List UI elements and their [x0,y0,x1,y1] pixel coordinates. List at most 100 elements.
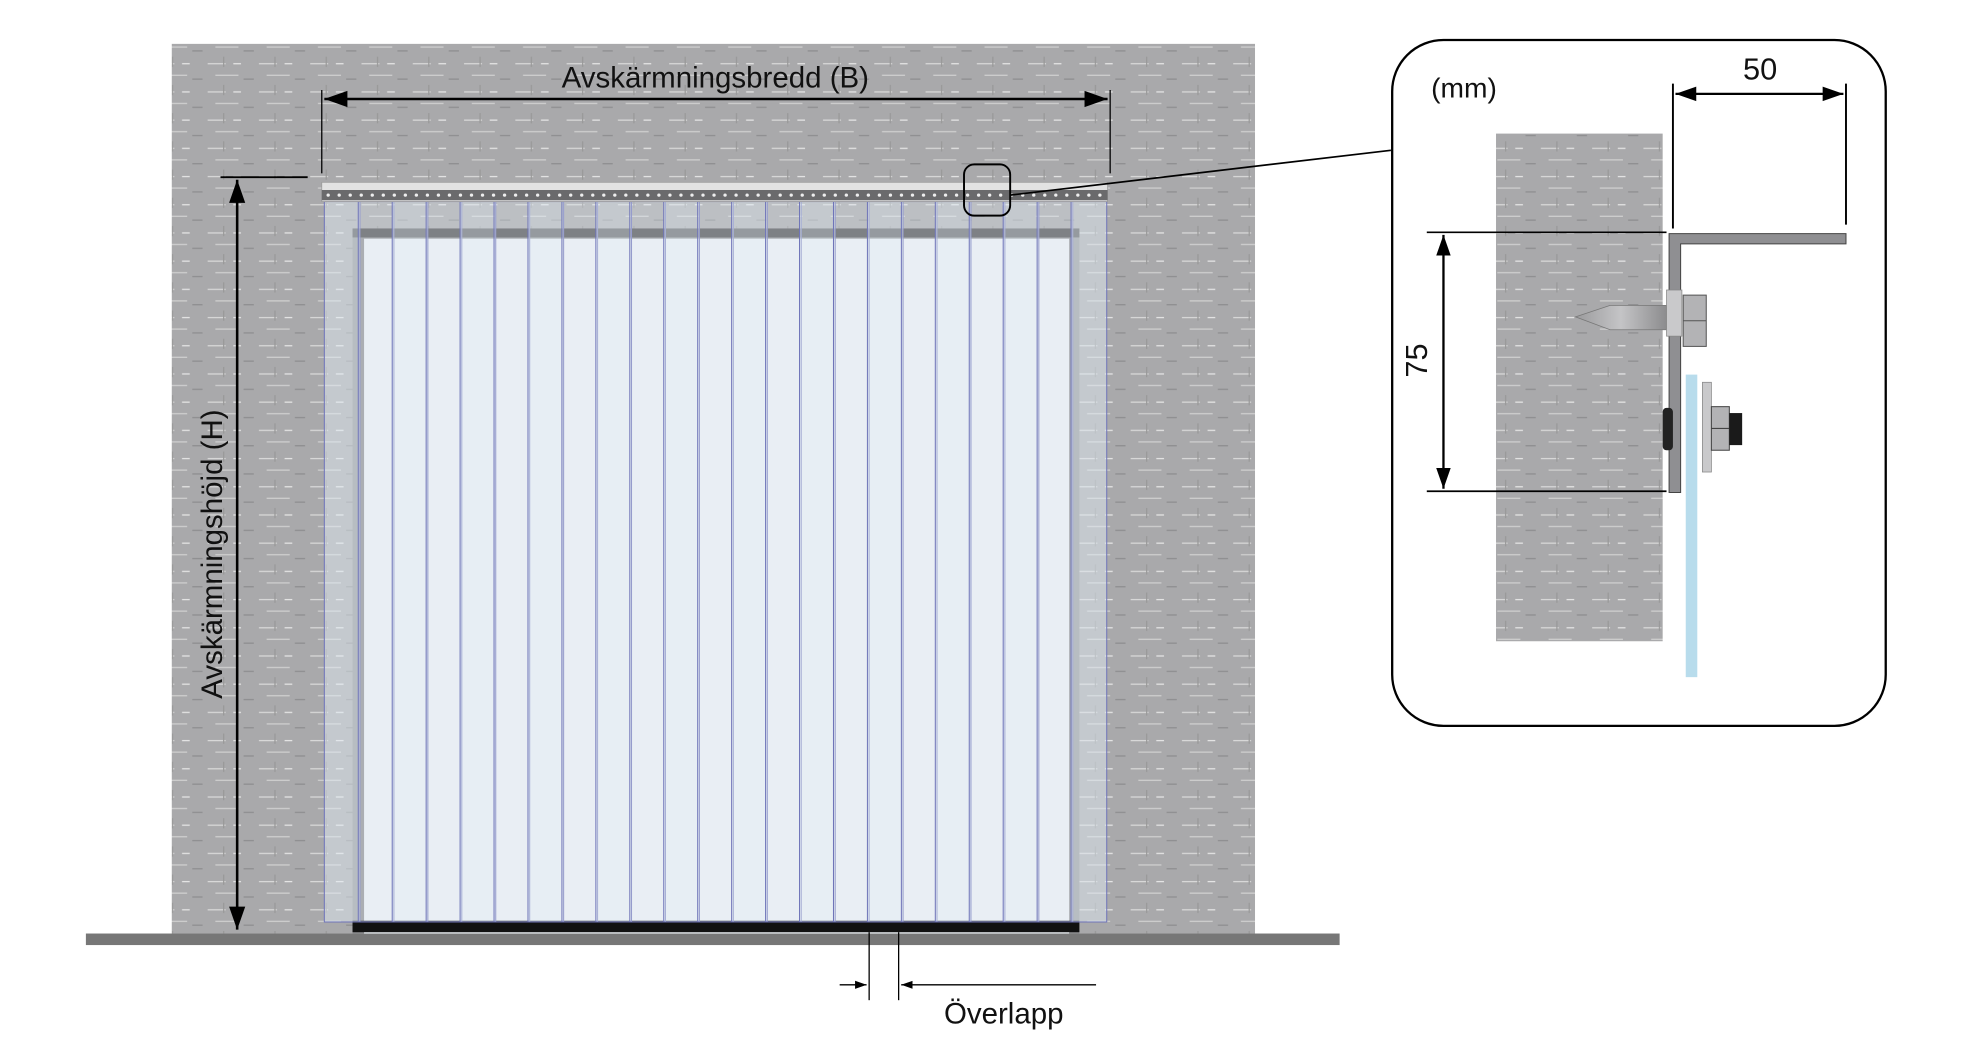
width-label: Avskärmningsbredd (B) [562,61,869,94]
rail-hole [447,193,452,197]
rail-hole [624,193,628,197]
height-dimension: Avskärmningshöjd (H) [196,176,308,930]
rail-hole [436,193,441,197]
rail-hole [635,193,639,197]
rail-hole [469,193,474,197]
pvc-strips [323,201,1108,923]
rail-hole [1032,193,1036,197]
rail-hole [701,193,705,197]
pvc-strip [799,201,836,923]
rail-hole [999,193,1003,197]
rail-hole [668,193,672,197]
rail-hole [1098,193,1102,197]
bracket-height-label: 75 [1399,343,1434,377]
pvc-strip [1070,201,1108,923]
rail-hole [657,193,661,197]
rail-hole [1065,193,1069,197]
rail-hole [921,193,926,197]
rail-hole [1043,193,1047,197]
pvc-strip [968,201,1006,923]
pvc-strip [1036,201,1074,923]
rail-hole [1054,193,1058,197]
strip-bolt [1662,381,1743,473]
pvc-strip [459,201,497,923]
pvc-strip [663,201,700,923]
detail-view: (mm) 50 75 [1391,38,1887,728]
rail-hole [591,193,595,197]
rail-hole [866,193,871,197]
pvc-strip [493,201,531,923]
rail-hole [491,193,496,197]
rail-hole [844,193,849,197]
rail-hole [855,193,860,197]
unit-label: (mm) [1431,72,1497,104]
rail-hole [535,193,540,197]
floor [85,933,1340,946]
pvc-strip [323,201,361,923]
rail-hole [370,193,374,197]
pvc-strip [866,201,904,923]
pvc-strip [731,201,768,923]
wall-screw [1574,289,1707,347]
rail-hole [1087,193,1091,197]
rail-hole [833,193,837,197]
pvc-strip [595,201,633,923]
rail-hole [690,193,694,197]
rail-hole [679,193,683,197]
width-dimension: Avskärmningsbredd (B) [321,61,1111,174]
rail-hole [888,193,893,197]
rail-hole [558,193,562,197]
pvc-strip [425,201,463,923]
rail-hole [965,193,970,197]
rail-hole [480,193,485,197]
pvc-strip [561,201,599,923]
detail-highlight-marker [963,163,1012,217]
rail-hole [712,193,716,197]
pvc-strip [934,201,972,923]
rail-hole [613,193,617,197]
rail-hole [359,193,363,197]
bracket-width-label: 50 [1743,52,1777,87]
rail-hole [326,193,330,197]
detail-leader-line [1010,149,1391,196]
rail-hole [767,193,771,197]
rail-hole [811,193,815,197]
rail-hole [723,193,727,197]
rail-hole [745,193,749,197]
rail-hole [899,193,904,197]
rail-hole [381,193,385,197]
rail-hole [987,193,992,197]
pvc-strip [629,201,666,923]
rail-hole [646,193,650,197]
pvc-strip [527,201,565,923]
overlap-dimension: Överlapp [839,932,1097,1030]
bracket-width-dimension: 50 [1671,52,1847,229]
pvc-strip [1002,201,1040,923]
rail-hole [414,193,419,197]
rail-hole [822,193,826,197]
rail-hole [976,193,981,197]
rail-hole [580,193,584,197]
pvc-strip [900,201,938,923]
angle-bracket [1668,233,1847,494]
overlap-label: Överlapp [944,997,1064,1030]
detail-wall [1496,133,1663,642]
main-drawing: Avskärmningsbredd (B) Avskärmningshöjd (… [85,43,1391,1030]
rail-hole [910,193,915,197]
pvc-strip [832,201,870,923]
rail-hole [513,193,518,197]
rail-hole [458,193,463,197]
rail-hole [348,193,352,197]
rail-hole [425,193,430,197]
rail-hole [734,193,738,197]
pvc-strip-section [1685,374,1698,678]
rail-hole [800,193,804,197]
rail-hole [1076,193,1080,197]
pvc-strip [697,201,734,923]
rail-hole [954,193,959,197]
rail-hole [392,193,396,197]
rail-hole [569,193,573,197]
rail-hole [756,193,760,197]
rail-hole [789,193,793,197]
